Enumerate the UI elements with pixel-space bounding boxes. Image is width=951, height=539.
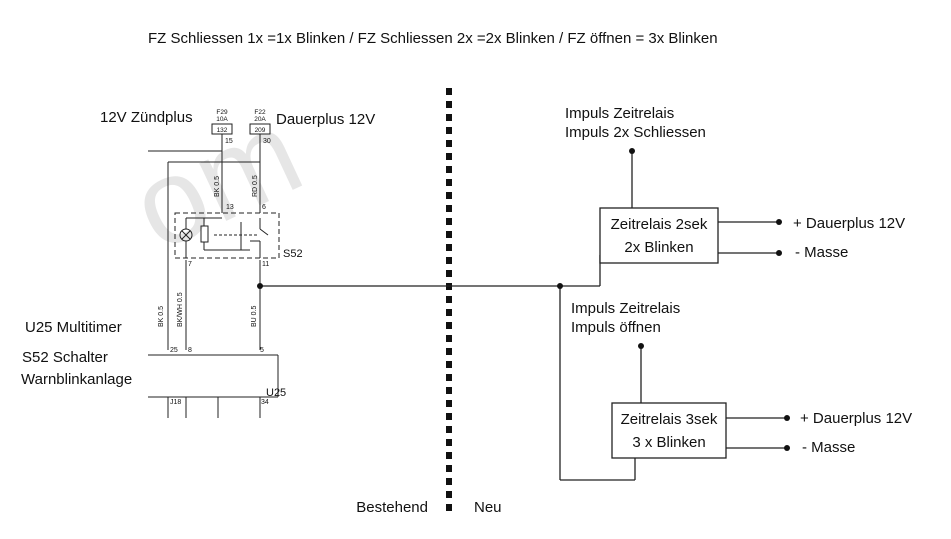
relay2-box-line1: Zeitrelais 3sek — [621, 411, 718, 428]
terminal-8: 8 — [188, 347, 192, 354]
terminal-30: 30 — [263, 138, 271, 145]
terminal-15: 15 — [225, 138, 233, 145]
fuse-f29-code: 132 — [217, 127, 228, 134]
dauerplus-label: Dauerplus 12V — [276, 111, 375, 128]
relay1-box — [599, 207, 719, 264]
relay2-plus-terminal — [784, 415, 790, 421]
relay1-impulse-line2: Impuls 2x Schliessen — [565, 124, 706, 141]
divider-label-neu: Neu — [474, 499, 502, 516]
relay1-plus-terminal — [776, 219, 782, 225]
relay2-ground-label: - Masse — [802, 439, 855, 456]
relay1-impulse-terminal — [629, 148, 635, 154]
relay2-plus-label: + Dauerplus 12V — [800, 410, 912, 427]
relay2-impulse-line1: Impuls Zeitrelais — [571, 300, 680, 317]
u25-label-line1: U25 Multitimer — [25, 319, 122, 336]
fuse-f22-rating: 20A — [254, 116, 266, 123]
terminal-11: 11 — [262, 261, 269, 268]
terminal-j18: J18 — [170, 399, 181, 406]
s52-switch-box — [174, 212, 280, 259]
fuse-f29-name: F29 — [216, 109, 228, 116]
relay2-box-line2: 3 x Blinken — [632, 434, 705, 451]
u25-tag: U25 — [266, 387, 286, 399]
terminal-25: 25 — [170, 347, 178, 354]
u25-label-line2: S52 Schalter — [22, 349, 108, 366]
relay1-impulse-line1: Impuls Zeitrelais — [565, 105, 674, 122]
terminal-34: 34 — [261, 399, 269, 406]
s52-internal-circuit — [179, 217, 269, 258]
terminal-13: 13 — [226, 204, 234, 211]
terminal-5: 5 — [260, 347, 264, 354]
relay2-box — [611, 402, 727, 459]
wire-label-bkwh: BK/WH 0.5 — [177, 292, 184, 327]
relay1-ground-terminal — [776, 250, 782, 256]
divider-label-bestehend: Bestehend — [356, 499, 428, 516]
existing-wiring — [148, 134, 279, 418]
wire-label-bk-upper: BK 0.5 — [214, 176, 221, 197]
relay2-impulse-line2: Impuls öffnen — [571, 319, 661, 336]
relay1-box-line1: Zeitrelais 2sek — [611, 216, 708, 233]
wire-label-bu: BU 0.5 — [251, 305, 258, 327]
fuse-f29-rating: 10A — [216, 116, 228, 123]
junction-dot-right — [557, 283, 563, 289]
fuse-f22-code: 209 — [255, 127, 266, 134]
wire-label-bk-lower: BK 0.5 — [158, 306, 165, 327]
header-caption: FZ Schliessen 1x =1x Blinken / FZ Schlie… — [148, 30, 718, 47]
relay2-impulse-terminal — [638, 343, 644, 349]
u25-label-line3: Warnblinkanlage — [21, 371, 132, 388]
fuse-f22-name: F22 — [254, 109, 266, 116]
s52-tag: S52 — [283, 248, 303, 260]
junction-dot-left — [257, 283, 263, 289]
wire-label-rd: RD 0.5 — [252, 175, 259, 197]
terminal-6: 6 — [262, 204, 266, 211]
zuendplus-label: 12V Zündplus — [100, 109, 193, 126]
relay2-ground-terminal — [784, 445, 790, 451]
relay1-plus-label: + Dauerplus 12V — [793, 215, 905, 232]
relay1-box-line2: 2x Blinken — [624, 239, 693, 256]
relay1-ground-label: - Masse — [795, 244, 848, 261]
terminal-7: 7 — [188, 261, 192, 268]
